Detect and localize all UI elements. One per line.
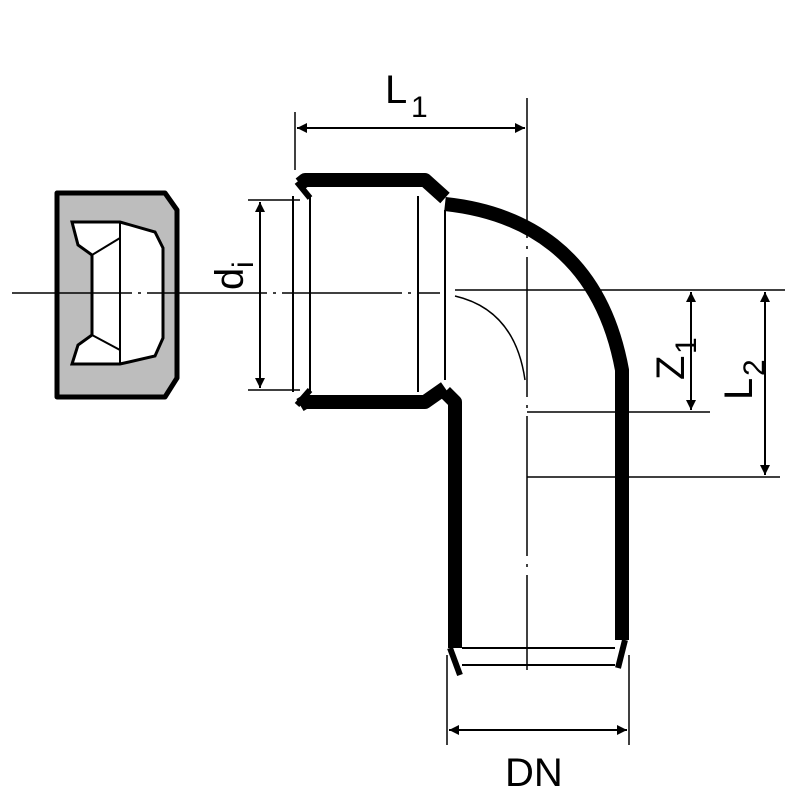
dimension-dn: DN xyxy=(446,655,630,795)
label-di-main: d xyxy=(208,268,252,290)
dimension-di: d i xyxy=(208,199,300,391)
dimension-l2: L 2 xyxy=(527,292,780,478)
label-l2-main: L xyxy=(717,378,761,400)
label-l2-sub: 2 xyxy=(738,359,771,376)
label-l1-main: L xyxy=(385,68,407,112)
dimension-z1: Z 1 xyxy=(527,292,710,413)
pipe-elbow xyxy=(292,173,629,677)
dimension-l1: L 1 xyxy=(294,68,525,170)
label-l1-sub: 1 xyxy=(411,91,428,124)
seal-ring xyxy=(54,190,180,400)
label-di-sub: i xyxy=(227,261,260,268)
label-dn: DN xyxy=(505,751,563,795)
label-z1-main: Z xyxy=(649,356,693,380)
center-line-horizontal xyxy=(12,289,785,294)
label-z1-sub: 1 xyxy=(670,337,703,354)
